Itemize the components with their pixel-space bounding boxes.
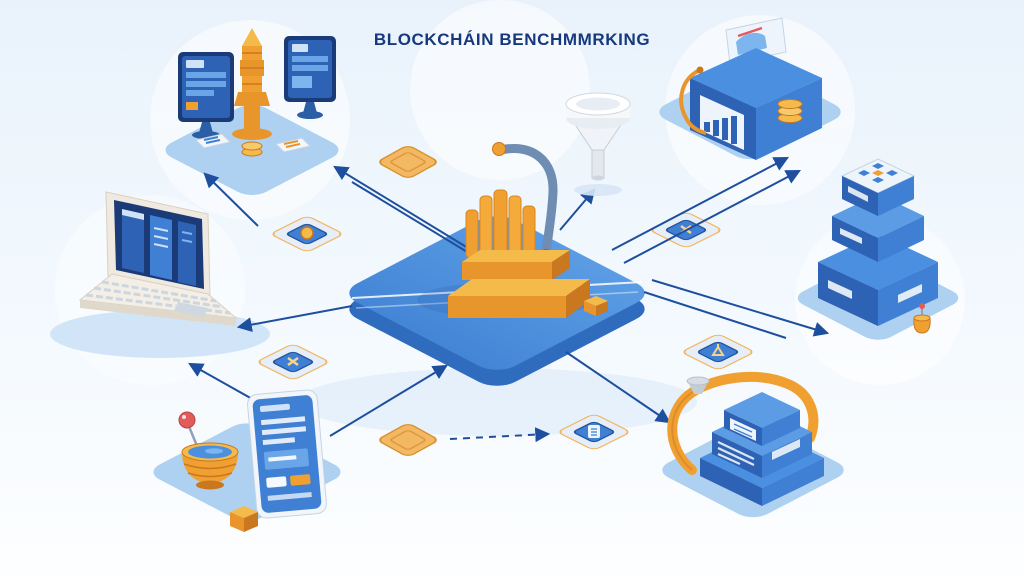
machine-display — [725, 17, 787, 65]
connector-arrows — [188, 156, 830, 443]
gold-cube — [230, 506, 258, 532]
gold-pot — [913, 303, 931, 334]
smartphone-station — [178, 389, 327, 532]
monitor-right — [284, 36, 336, 119]
gray-funnel-small — [686, 376, 710, 394]
chip-cross-left — [258, 344, 328, 380]
chip-device-left — [195, 133, 231, 149]
lollipop-icon — [178, 411, 196, 429]
coin-stack — [777, 99, 803, 123]
flask-icon — [711, 344, 725, 356]
pad-orange-bottom — [379, 424, 437, 456]
chip-device-right — [275, 137, 311, 153]
golden-tower — [232, 28, 272, 140]
chip-board — [858, 163, 898, 183]
funnel — [565, 92, 631, 196]
chip-list — [559, 414, 629, 450]
bar-chart-panel — [700, 95, 744, 150]
page-title: BLOCKCHÁIN BENCHMMRKING — [373, 30, 651, 49]
orange-cable — [679, 68, 707, 135]
coin-icon — [300, 226, 314, 240]
chip-coin — [272, 216, 342, 252]
chip-flask — [683, 334, 753, 370]
rig-bars — [465, 189, 536, 259]
touchpad — [174, 302, 208, 317]
pad-orange-top — [379, 146, 437, 178]
laptop — [78, 191, 238, 326]
server-stack — [818, 158, 938, 334]
coin-stack — [241, 141, 263, 157]
list-icon — [588, 425, 600, 438]
smartphone — [247, 389, 327, 519]
golden-bowl — [178, 411, 239, 490]
analytics-machine — [679, 17, 822, 160]
rig-side-cube — [584, 296, 608, 316]
rig-base — [448, 250, 590, 318]
cross-icon — [287, 356, 299, 367]
monitor-workstation — [178, 28, 336, 157]
rig-arm — [495, 144, 558, 259]
central-rig — [448, 142, 608, 318]
pipe-server — [667, 371, 824, 506]
